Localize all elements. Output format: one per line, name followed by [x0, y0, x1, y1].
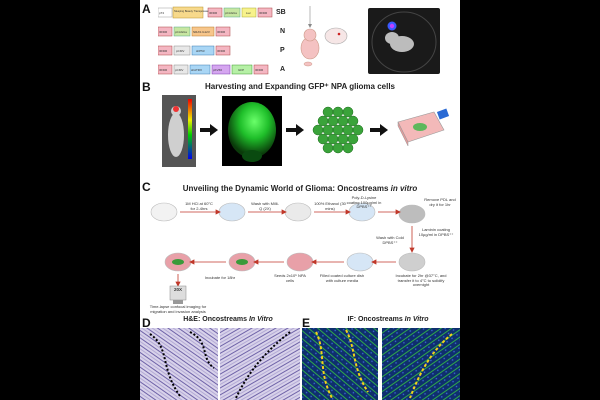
- sb-part-4: Luc: [246, 11, 251, 15]
- n-part-1: pCAGGs: [175, 30, 188, 34]
- sb-construct: pT2 Sleeping Beauty Transposase IR/DR pC…: [158, 6, 273, 19]
- construct-label-a: A: [280, 66, 286, 73]
- panel-b-arrows: [200, 124, 388, 136]
- construct-label-p: P: [280, 47, 285, 54]
- step-12: Time-lapse confocal imaging for migratio…: [149, 304, 207, 314]
- step-11: Incubate for 18hr: [204, 275, 236, 280]
- panel-letter-b: B: [142, 80, 151, 94]
- panel-d-title: H&E: Oncostreams In Vitro: [158, 316, 298, 323]
- construct-label-n: N: [280, 28, 286, 35]
- a-construct: IR/DR pCMV shATRX pKV66 GFP IR/DR: [158, 64, 269, 75]
- a-part-5: IR/DR: [255, 68, 264, 72]
- panel-b-title: Harvesting and Expanding GFP⁺ NPA glioma…: [204, 82, 396, 91]
- step-8: Incubate for 2hr @37°C, and transfer it …: [395, 273, 447, 287]
- sb-part-3: pCAGGs: [225, 11, 238, 15]
- panel-letter-e: E: [302, 316, 311, 330]
- a-part-4: GFP: [238, 68, 244, 72]
- panel-letter-a: A: [142, 2, 151, 16]
- a-part-2: shATRX: [191, 68, 202, 72]
- n-construct: IR/DR pCAGGs NRAS G12V IR/DR: [158, 26, 231, 37]
- microscope-label: 20X: [173, 287, 182, 292]
- step-7: Wash with Cold DPBS⁺⁺: [376, 235, 404, 245]
- panel-d-title-italic: In Vitro: [248, 316, 273, 323]
- step-4: Poly-D-Lysine coating 100µg/ml in DPBS⁺⁺: [346, 195, 382, 209]
- construct-label-sb: SB: [276, 9, 286, 16]
- panel-e-title: IF: Oncostreams In Vitro: [316, 316, 460, 323]
- panel-letter-d: D: [142, 316, 151, 330]
- step-10: Seeds 2x10⁵ NPA cells: [274, 273, 306, 283]
- if-stain-images: [302, 328, 460, 400]
- panel-letter-c: C: [142, 180, 151, 194]
- brain-section-icon: [324, 27, 348, 45]
- p-part-1: pCMV: [176, 49, 184, 53]
- step-9: Filled coated culture dish with culture …: [319, 273, 365, 283]
- figure: A pT2 Sleeping Beauty Transposase IR/DR …: [140, 0, 460, 400]
- panel-d-title-main: H&E: Oncostreams: [183, 316, 249, 323]
- n-part-3: IR/DR: [217, 30, 226, 34]
- p-part-3: IR/DR: [217, 49, 226, 53]
- a-part-1: pCMV: [175, 68, 183, 72]
- microscope-icon: [169, 285, 187, 304]
- n-part-0: IR/DR: [159, 30, 168, 34]
- n-part-2: NRAS G12V: [193, 30, 210, 34]
- a-part-0: IR/DR: [159, 68, 168, 72]
- step-2: Wash with Milli-Q (2X): [251, 201, 279, 211]
- he-stain-images: [140, 328, 300, 400]
- plasmid-constructs: pT2 Sleeping Beauty Transposase IR/DR pC…: [158, 6, 273, 75]
- bioluminescence-image: [368, 8, 440, 74]
- sb-part-0: pT2: [159, 11, 165, 15]
- panel-c-title-italic: in vitro: [390, 184, 418, 193]
- sb-part-1: Sleeping Beauty Transposase: [174, 9, 209, 13]
- culture-flask-icon: [397, 108, 450, 147]
- step-5: Remove PDL and dry it for 1hr: [424, 197, 456, 207]
- step-3: 100% Ethanol (30 mins): [314, 201, 346, 211]
- p-part-2: shP53: [196, 49, 205, 53]
- panel-c-title-main: Unveiling the Dynamic World of Glioma: O…: [182, 184, 391, 193]
- a-part-3: pKV66: [213, 68, 222, 72]
- panel-e-title-italic: In Vitro: [404, 316, 429, 323]
- sb-part-5: IR/DR: [259, 11, 268, 15]
- p-part-0: IR/DR: [159, 49, 168, 53]
- sb-part-2: IR/DR: [209, 11, 218, 15]
- panel-c-title: Unveiling the Dynamic World of Glioma: O…: [140, 184, 460, 193]
- ivis-mouse-image: [162, 95, 196, 167]
- step-1: 1M HCl at 60°C for 2-4hrs: [185, 201, 213, 211]
- gfp-brain-image: [222, 96, 282, 166]
- panel-e-title-main: IF: Oncostreams: [347, 316, 405, 323]
- gfp-cell-cluster: [312, 106, 364, 154]
- step-6: Laminin coating 10µg/ml in DPBS⁺⁺: [418, 227, 454, 237]
- p-construct: IR/DR pCMV shP53 IR/DR: [158, 45, 231, 56]
- protocol-dishes: [150, 202, 426, 304]
- neonatal-injection-illustration: [300, 6, 348, 67]
